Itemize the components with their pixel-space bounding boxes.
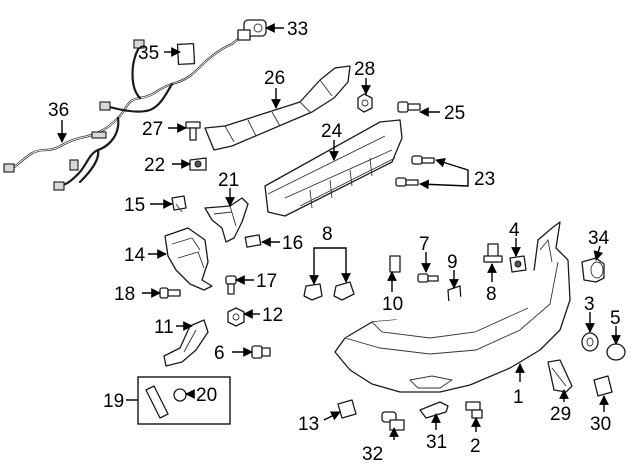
callout-24: 24 xyxy=(321,121,343,142)
callout-26: 26 xyxy=(264,68,285,89)
callout-14: 14 xyxy=(124,245,146,266)
callout-33: 33 xyxy=(287,19,308,40)
clip-8-part xyxy=(303,243,503,301)
callout-19: 19 xyxy=(103,391,124,412)
callout-32: 32 xyxy=(362,444,383,465)
bumper-cover-part xyxy=(334,221,571,393)
callout-21: 21 xyxy=(218,170,239,191)
callout-10: 10 xyxy=(382,294,403,315)
sensor-34-part xyxy=(581,257,605,283)
callout-31: 31 xyxy=(426,432,447,453)
callout-25: 25 xyxy=(444,103,465,124)
bolt-32-part xyxy=(381,411,405,431)
clip-22-part xyxy=(189,157,207,171)
callout-22: 22 xyxy=(144,155,165,176)
callout-1: 1 xyxy=(513,387,524,408)
callout-28: 28 xyxy=(354,59,375,80)
callout-2: 2 xyxy=(470,436,481,457)
wiring-harness-part xyxy=(3,34,244,191)
callout-23: 23 xyxy=(474,169,495,190)
callout-16: 16 xyxy=(282,233,303,254)
clip-10-part xyxy=(389,255,401,273)
callout-20: 20 xyxy=(196,385,217,406)
bolt-17-part xyxy=(225,275,237,295)
callout-8b: 8 xyxy=(486,284,497,305)
callout-8a: 8 xyxy=(322,224,333,245)
callout-9: 9 xyxy=(447,252,458,273)
upper-reinforcement-part xyxy=(204,65,351,151)
callout-13: 13 xyxy=(298,414,319,435)
cap-5-part xyxy=(606,343,626,361)
nut-part xyxy=(357,93,373,113)
pad-30-part xyxy=(593,375,613,397)
parking-sensor-part xyxy=(237,19,267,41)
callout-5: 5 xyxy=(610,308,621,329)
callout-7: 7 xyxy=(419,234,430,255)
energy-absorber-part xyxy=(264,119,403,217)
clip-4-part xyxy=(509,255,527,273)
callout-36: 36 xyxy=(48,100,69,121)
callout-34: 34 xyxy=(588,228,610,249)
bolt-25-part xyxy=(397,101,421,113)
callout-11: 11 xyxy=(154,317,174,338)
callout-4: 4 xyxy=(509,220,520,241)
nut-12-part xyxy=(227,307,245,327)
bolt-6-part xyxy=(251,345,271,359)
side-bracket-part xyxy=(164,227,213,291)
callout-27: 27 xyxy=(142,119,163,140)
strip-31-part xyxy=(419,401,449,419)
bolt-18-part xyxy=(159,287,181,299)
bolt-27-part xyxy=(185,121,201,141)
callout-3: 3 xyxy=(584,294,595,315)
pad-13-part xyxy=(337,399,357,419)
leader-lines xyxy=(57,23,621,440)
clip-15-part xyxy=(171,195,187,213)
bracket-11-part xyxy=(163,319,209,367)
callout-35: 35 xyxy=(138,43,159,64)
sensor-29-part xyxy=(547,359,573,393)
callout-labels: 1 2 3 4 5 6 7 8 8 9 10 11 12 13 14 15 16… xyxy=(48,19,621,465)
callout-12: 12 xyxy=(262,305,283,326)
bolt-7-part xyxy=(417,273,439,283)
label-part xyxy=(176,42,196,66)
ring-3-part xyxy=(581,332,599,352)
callout-17: 17 xyxy=(256,271,277,292)
trim-20-part xyxy=(145,385,187,419)
bracket-21-part xyxy=(204,197,249,243)
clip-16-part xyxy=(244,234,262,248)
callout-18: 18 xyxy=(114,284,135,305)
callout-15: 15 xyxy=(124,195,145,216)
callout-30: 30 xyxy=(590,414,611,435)
callout-29: 29 xyxy=(550,404,571,425)
callout-6: 6 xyxy=(214,343,225,364)
clip-2-part xyxy=(465,401,483,419)
bolt-23-part xyxy=(395,155,435,187)
